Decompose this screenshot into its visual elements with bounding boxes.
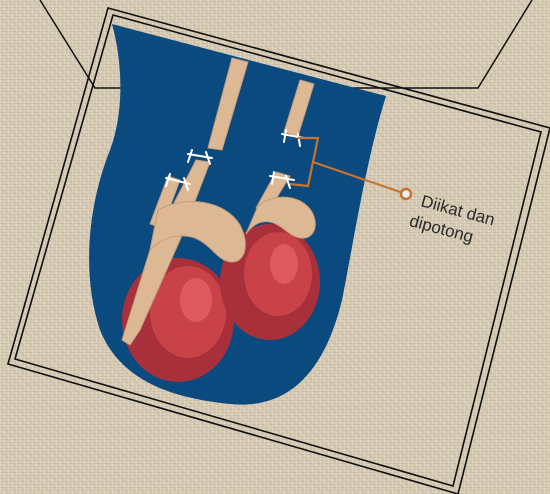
- callout-dot: [401, 189, 411, 199]
